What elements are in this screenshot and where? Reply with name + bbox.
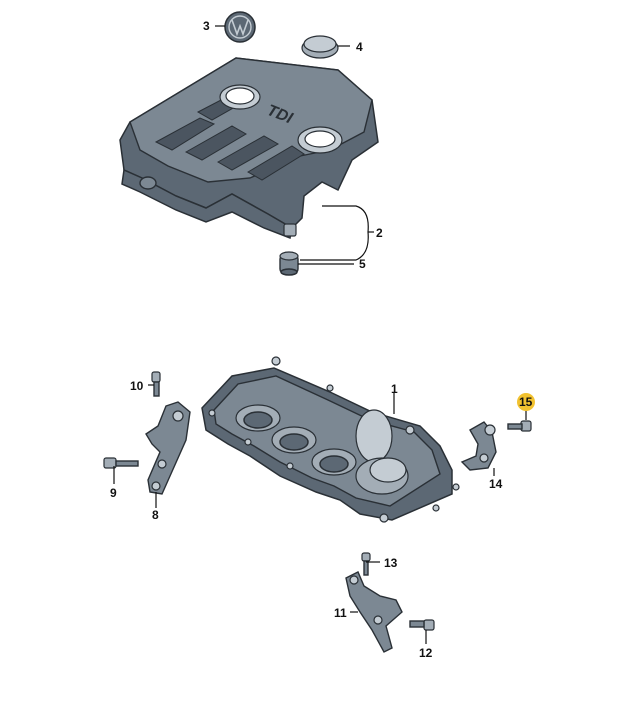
callout-label-3: 3 [203, 19, 210, 33]
callout-5: 5 [359, 257, 366, 271]
callout-1: 1 [391, 382, 398, 396]
callout-label-9: 9 [110, 486, 117, 500]
callout-2: 2 [376, 226, 383, 240]
callout-label-5: 5 [359, 257, 366, 271]
callout-label-8: 8 [152, 508, 159, 522]
callout-10: 10 [130, 379, 144, 393]
callout-label-15: 15 [519, 395, 533, 409]
callout-label-11: 11 [334, 606, 347, 620]
callout-label-2: 2 [376, 226, 383, 240]
bracket-right [460, 421, 497, 471]
callout-14: 14 [489, 477, 503, 491]
vw-emblem [224, 11, 256, 43]
leader-lines [113, 25, 527, 644]
bolt-9 [103, 457, 139, 469]
cylinder-head-cover [201, 356, 460, 523]
bolt-15 [507, 420, 532, 432]
callout-label-14: 14 [489, 477, 503, 491]
callout-11: 11 [334, 606, 347, 620]
bracket-bottom [345, 571, 403, 653]
callout-label-13: 13 [384, 556, 398, 570]
callout-label-12: 12 [419, 646, 433, 660]
callout-15: 15 [517, 393, 535, 411]
bracket-left [145, 401, 191, 495]
engine-cover: TDI [119, 57, 379, 240]
callout-3: 3 [203, 19, 210, 33]
callout-8: 8 [152, 508, 159, 522]
callout-13: 13 [384, 556, 398, 570]
bolt-10 [151, 371, 161, 397]
bolt-13 [361, 552, 371, 576]
callout-9: 9 [110, 486, 117, 500]
callout-label-4: 4 [356, 40, 363, 54]
callout-4: 4 [356, 40, 363, 54]
oil-cap-cover [301, 35, 339, 59]
callout-12: 12 [419, 646, 433, 660]
callout-label-10: 10 [130, 379, 144, 393]
callout-15-highlight [517, 393, 535, 411]
bolt-12 [409, 619, 435, 631]
callout-label-1: 1 [391, 382, 398, 396]
rubber-grommet [279, 251, 299, 276]
